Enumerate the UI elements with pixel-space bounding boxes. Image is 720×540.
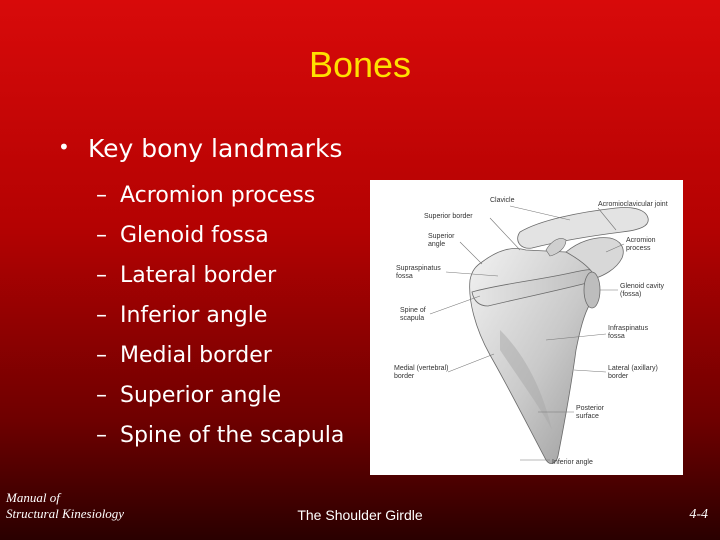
- label-acromion-process-1: Acromion: [626, 237, 656, 244]
- leader-spine-of-scapula: [429, 295, 481, 315]
- bullet-text: Key bony landmarks: [88, 134, 343, 163]
- clavicle-shape: [517, 207, 649, 249]
- label-glenoid-cavity-1: Glenoid cavity: [620, 283, 664, 290]
- landmark-label: Lateral border: [120, 263, 277, 288]
- landmark-label: Inferior angle: [120, 303, 268, 328]
- label-superior-border: Superior border: [424, 213, 473, 220]
- leader-superior-border: [489, 217, 521, 251]
- dash-marker: –: [96, 303, 107, 328]
- leader-supraspinatus-fossa: [445, 271, 499, 277]
- dash-marker: –: [96, 223, 107, 248]
- landmark-item-inferior-angle: –Inferior angle: [96, 296, 344, 336]
- label-acromion-process-2: process: [626, 245, 651, 252]
- landmark-list: –Acromion process –Glenoid fossa –Latera…: [96, 176, 344, 456]
- label-supraspinatus-fossa-2: fossa: [396, 273, 413, 280]
- dash-marker: –: [96, 183, 107, 208]
- footer-slide-number: 4-4: [689, 507, 708, 522]
- landmark-label: Superior angle: [120, 383, 282, 408]
- leader-clavicle: [509, 205, 571, 221]
- footer-book-title-line2: Structural Kinesiology: [6, 506, 125, 521]
- infraspinatus-shading: [500, 330, 552, 430]
- leader-infraspinatus-fossa: [545, 333, 607, 341]
- acromion-shape: [565, 237, 624, 279]
- leader-lateral-border: [573, 369, 607, 373]
- landmark-label: Spine of the scapula: [120, 423, 345, 448]
- scapula-figure: Clavicle Acromioclavicular joint Superio…: [370, 180, 683, 475]
- label-spine-of-scapula-1: Spine of: [400, 307, 426, 314]
- dash-marker: –: [96, 263, 107, 288]
- dash-marker: –: [96, 383, 107, 408]
- leader-acromioclavicular-joint: [597, 207, 617, 231]
- bullet-marker: •: [58, 135, 70, 159]
- label-infraspinatus-fossa-2: fossa: [608, 333, 625, 340]
- label-spine-of-scapula-2: scapula: [400, 315, 424, 322]
- landmark-item-superior-angle: –Superior angle: [96, 376, 344, 416]
- dash-marker: –: [96, 423, 107, 448]
- footer-book-title: Manual of Structural Kinesiology: [6, 490, 124, 522]
- leader-medial-border: [447, 353, 495, 373]
- landmark-item-medial-border: –Medial border: [96, 336, 344, 376]
- landmark-item-spine-of-scapula: –Spine of the scapula: [96, 416, 344, 456]
- landmark-label: Acromion process: [120, 183, 316, 208]
- footer-chapter-title: The Shoulder Girdle: [297, 507, 423, 523]
- label-superior-angle-1: Superior: [428, 233, 455, 240]
- dash-marker: –: [96, 343, 107, 368]
- label-supraspinatus-fossa-1: Supraspinatus: [396, 265, 441, 272]
- coracoid-shape: [545, 238, 567, 257]
- landmark-item-acromion-process: –Acromion process: [96, 176, 344, 216]
- bullet-key-bony-landmarks: • Key bony landmarks: [58, 134, 342, 163]
- label-lateral-border-2: border: [608, 373, 629, 380]
- footer-book-title-line1: Manual of: [6, 490, 60, 505]
- glenoid-cavity-shape: [583, 271, 601, 309]
- landmark-item-lateral-border: –Lateral border: [96, 256, 344, 296]
- leader-superior-angle: [459, 241, 483, 265]
- label-glenoid-cavity-2: (fossa): [620, 291, 641, 298]
- landmark-label: Medial border: [120, 343, 272, 368]
- label-acromioclavicular-joint: Acromioclavicular joint: [598, 201, 668, 208]
- label-posterior-surface-1: Posterior: [576, 405, 605, 412]
- slide-title: Bones: [308, 44, 412, 85]
- label-superior-angle-2: angle: [428, 241, 445, 248]
- leader-acromion-process: [605, 243, 625, 253]
- label-infraspinatus-fossa-1: Infraspinatus: [608, 325, 649, 332]
- label-lateral-border-1: Lateral (axillary): [608, 365, 658, 372]
- scapula-diagram: Clavicle Acromioclavicular joint Superio…: [394, 197, 668, 466]
- label-inferior-angle: Inferior angle: [552, 459, 593, 466]
- label-medial-border-2: border: [394, 373, 415, 380]
- label-medial-border-1: Medial (vertebral): [394, 365, 448, 372]
- label-posterior-surface-2: surface: [576, 413, 599, 420]
- label-clavicle: Clavicle: [490, 197, 515, 204]
- landmark-label: Glenoid fossa: [120, 223, 269, 248]
- landmark-item-glenoid-fossa: –Glenoid fossa: [96, 216, 344, 256]
